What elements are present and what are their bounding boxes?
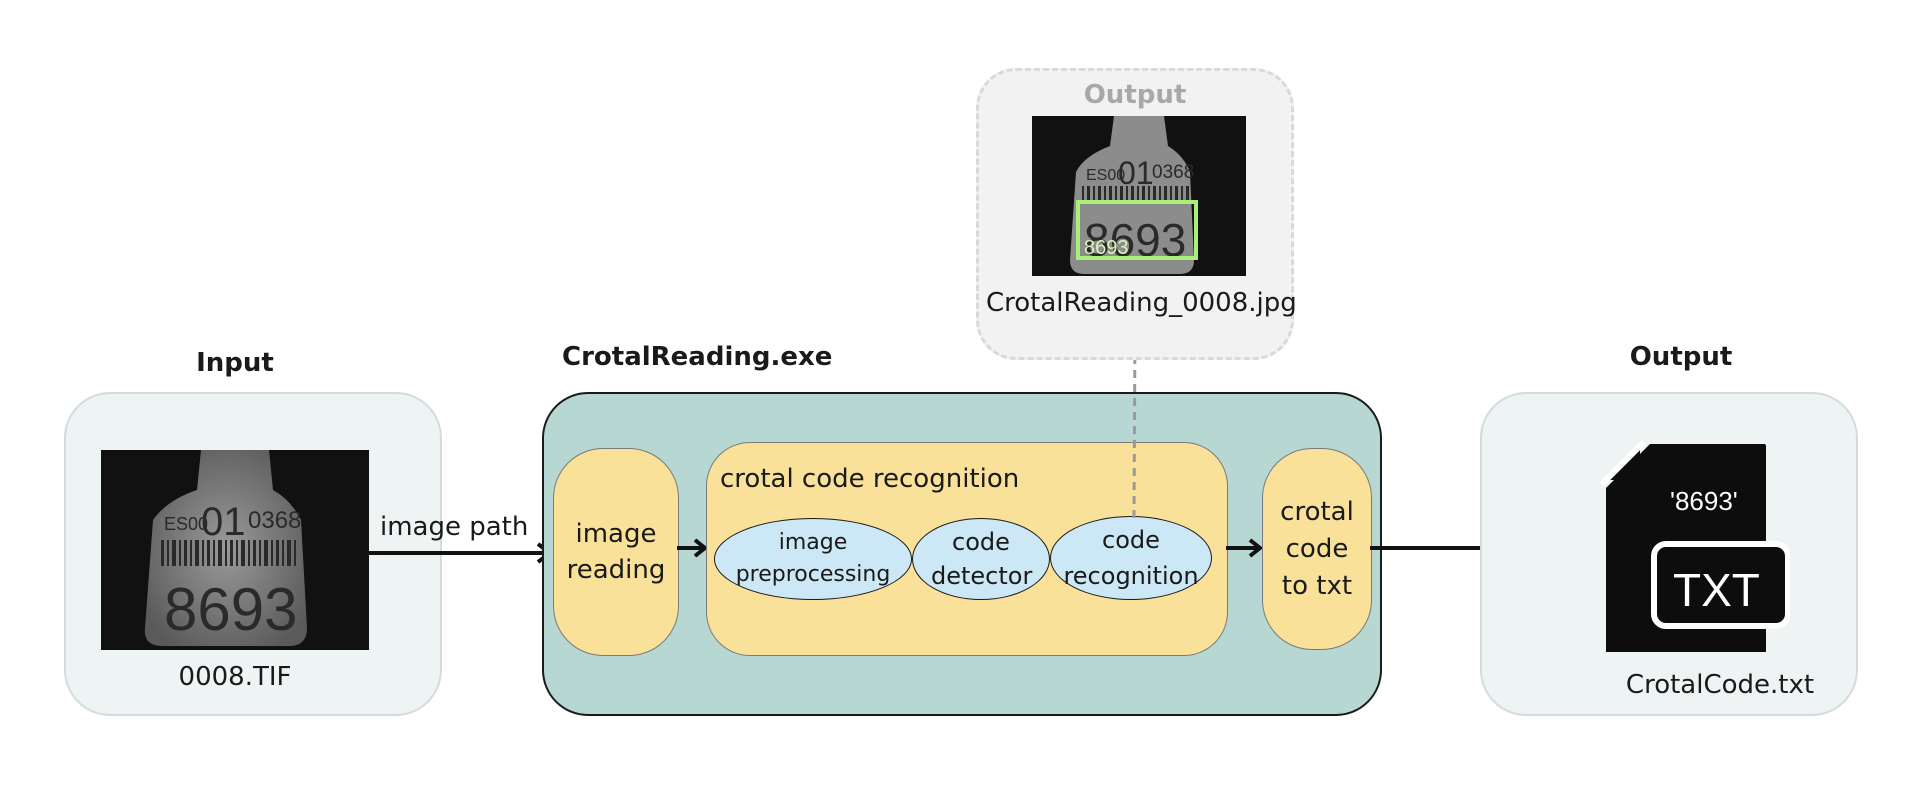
output-file-filename: CrotalCode.txt xyxy=(1625,670,1815,700)
step-code-detector: code detector xyxy=(912,518,1050,600)
input-filename: 0008.TIF xyxy=(178,662,292,692)
txt-file-type: TXT xyxy=(1673,564,1760,616)
input-tag-code: 8693 xyxy=(164,576,297,643)
detected-code-label: 8693 xyxy=(1084,237,1129,259)
ear-tag-graphic: ES00 01 0368 8693 xyxy=(144,450,307,646)
detection-box xyxy=(1076,200,1198,260)
input-tag-big: 01 xyxy=(201,500,246,544)
input-barcode xyxy=(161,540,296,566)
to-txt-label: crotal code to txt xyxy=(1280,496,1354,601)
recognition-group-title: crotal code recognition xyxy=(720,464,1020,494)
output-image-title: Output xyxy=(1083,80,1187,110)
step-code-recognition-label: code recognition xyxy=(1063,526,1199,590)
input-tag-small: 0368 xyxy=(248,507,301,534)
image-reading-label: image reading xyxy=(566,519,666,585)
output-tag-big: 01 xyxy=(1118,155,1154,191)
input-ear-tag-image: ES00 01 0368 8693 xyxy=(101,450,369,650)
step-image-preprocessing: image preprocessing xyxy=(714,518,912,600)
program-title: CrotalReading.exe xyxy=(562,342,833,372)
arrow-recognition-to-txt xyxy=(1226,538,1264,558)
image-reading-block: image reading xyxy=(553,448,679,656)
output-tag-small: 0368 xyxy=(1152,162,1194,183)
step-code-detector-label: code detector xyxy=(931,528,1033,590)
arrow-reading-to-recognition xyxy=(677,538,709,558)
step-code-recognition: code recognition xyxy=(1050,516,1212,600)
output-ear-tag-image: ES00 01 0368 8693 8693 xyxy=(1032,116,1246,276)
output-tag-graphic: ES00 01 0368 8693 8693 xyxy=(1070,116,1198,274)
arrow-input-to-program xyxy=(368,542,554,564)
step-image-preprocessing-label: image preprocessing xyxy=(735,530,891,587)
txt-file-icon: '8693' TXT xyxy=(1600,440,1790,652)
output-tag-batch: ES00 xyxy=(1086,167,1125,184)
input-tag-batch: ES00 xyxy=(164,514,208,534)
to-txt-block: crotal code to txt xyxy=(1262,448,1372,650)
input-title: Input xyxy=(196,348,274,378)
output-image-filename: CrotalReading_0008.jpg xyxy=(986,288,1297,318)
edge-label-image-path: image path xyxy=(380,512,529,542)
output-file-title: Output xyxy=(1629,342,1733,372)
txt-file-content: '8693' xyxy=(1670,486,1738,516)
